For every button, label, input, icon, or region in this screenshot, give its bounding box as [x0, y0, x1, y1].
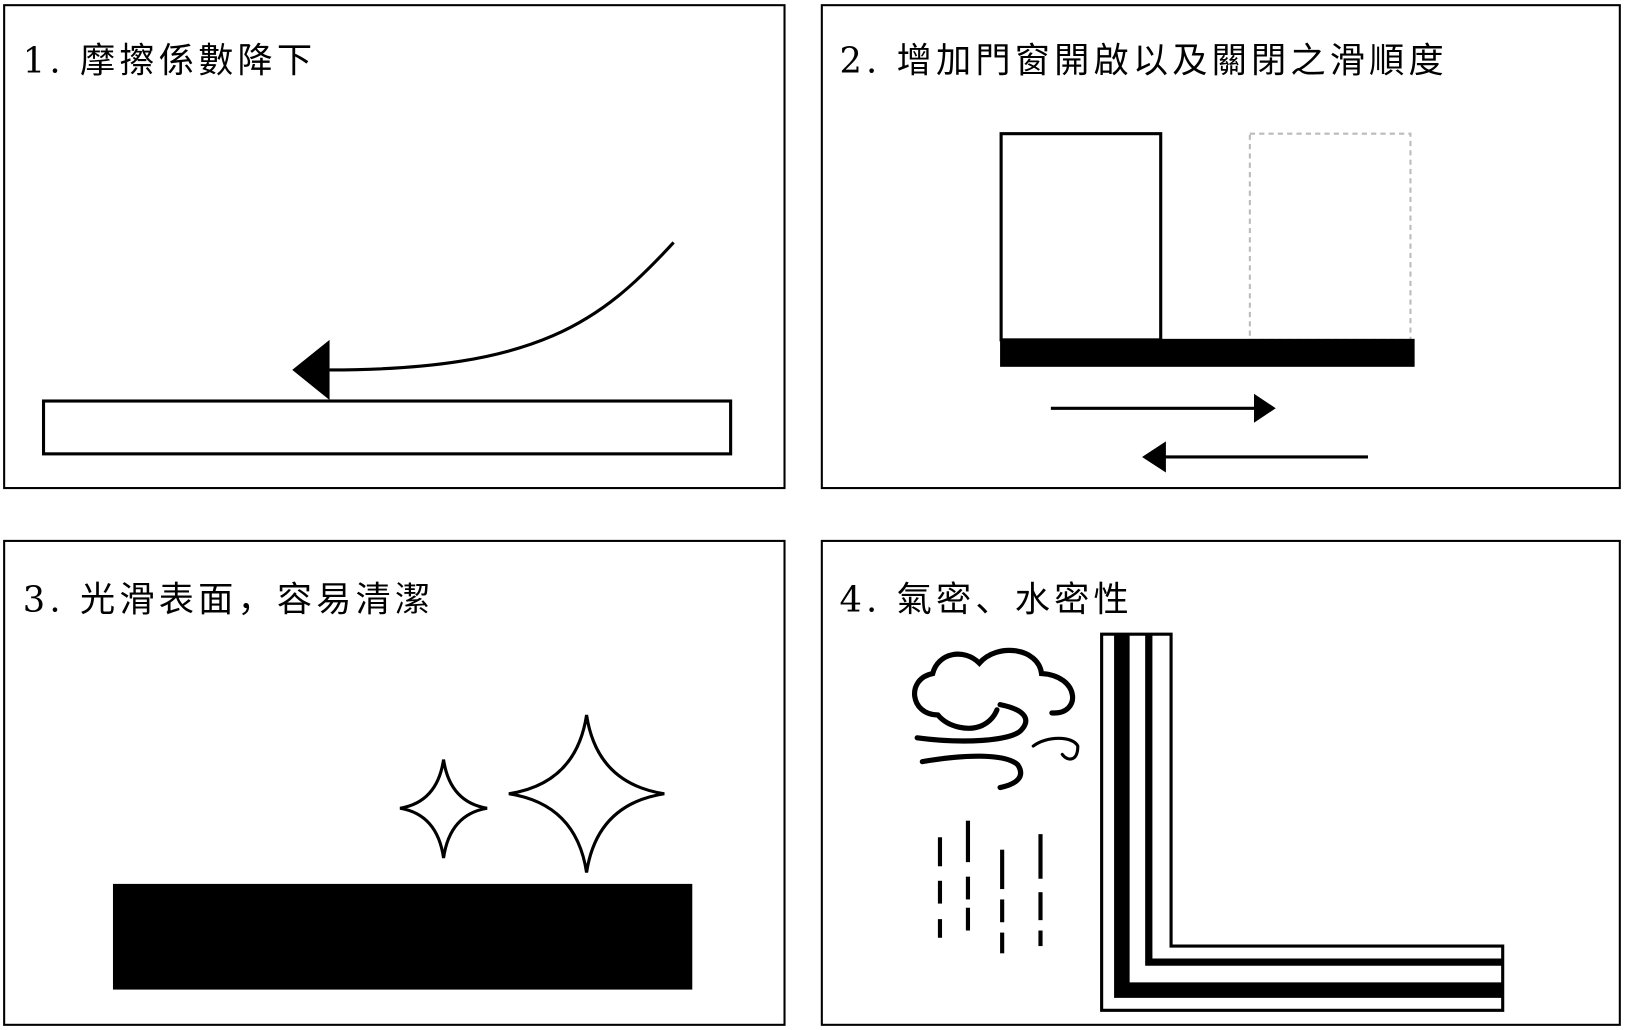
- arrow-left-icon: [1142, 441, 1166, 473]
- panel-title: 3. 光滑表面，容易清潔: [23, 579, 435, 620]
- door-ghost-position: [1248, 132, 1412, 341]
- sparkle-small-icon: [399, 759, 488, 859]
- curved-arrow-shaft: [329, 241, 675, 372]
- wind-cloud-icon: [912, 647, 1080, 791]
- panel-title: 1. 摩擦係數降下: [23, 41, 316, 82]
- panel-sliding: 2. 增加門窗開啟以及關閉之滑順度: [820, 4, 1621, 490]
- arrow-right-icon: [1253, 393, 1276, 423]
- window-frame-seal-profile: [1100, 632, 1505, 1012]
- panel-smooth-surface: 3. 光滑表面，容易清潔: [3, 539, 786, 1026]
- door-track: [1000, 338, 1415, 367]
- surface-bar: [41, 399, 733, 456]
- panel-friction: 1. 摩擦係數降下: [3, 4, 786, 490]
- door-panel: [999, 132, 1163, 342]
- arrow-head-icon: [292, 339, 330, 400]
- panel-frame: [820, 539, 1621, 1026]
- rain-icon: [937, 820, 1043, 954]
- panel-title: 4. 氣密、水密性: [839, 579, 1132, 620]
- smooth-surface-block: [112, 883, 693, 990]
- panel-title: 2. 增加門窗開啟以及關閉之滑順度: [839, 41, 1447, 82]
- sparkle-large-icon: [508, 714, 665, 873]
- panel-airtight-watertight: 4. 氣密、水密性: [820, 539, 1621, 1026]
